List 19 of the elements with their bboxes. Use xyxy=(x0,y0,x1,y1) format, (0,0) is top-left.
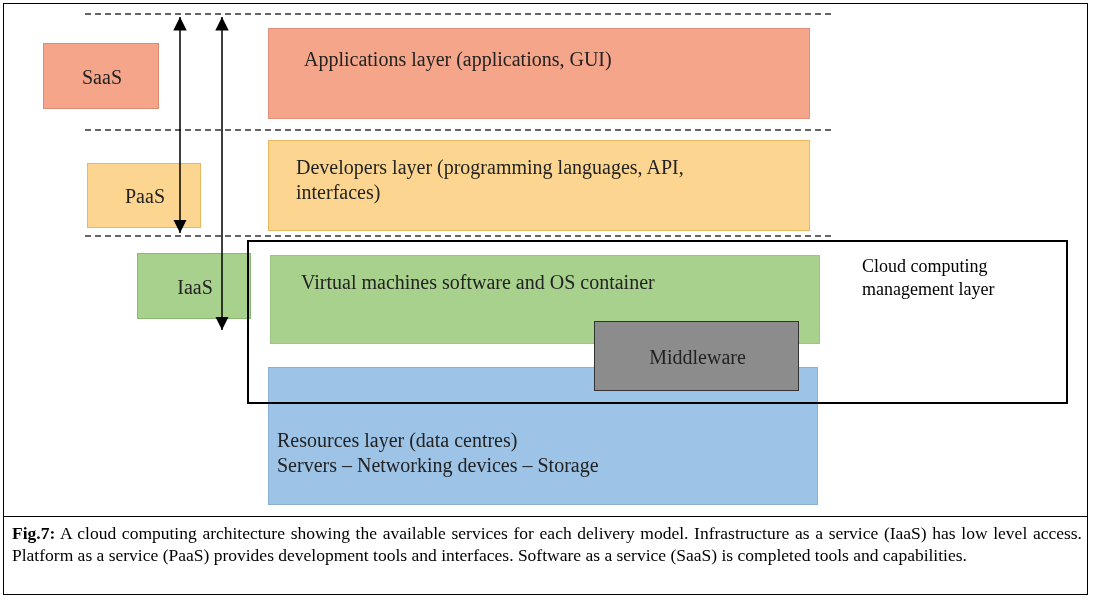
layer-box xyxy=(270,255,820,344)
box-label: Resources layer (data centres) xyxy=(277,429,518,451)
layer-label: Cloud computing management layer xyxy=(862,256,995,299)
box-label: Middleware xyxy=(649,344,746,370)
middleware-box xyxy=(594,321,799,391)
layer-box xyxy=(268,28,810,119)
box-label: SaaS xyxy=(82,64,122,90)
layer-box xyxy=(268,367,818,505)
box-label: Applications layer (applications, GUI) xyxy=(304,48,612,70)
service-model-box xyxy=(137,253,251,319)
layer-box xyxy=(268,140,810,231)
figure-caption: Fig.7: A cloud computing architecture showing the available services for each delivery model. Infrastructure as a service (IaaS) has low level access. Platform as a service (PaaS) provides development tools and interfaces. Software as a service (SaaS) is completed tools and capabilities. xyxy=(12,522,1082,566)
box-label: PaaS xyxy=(125,184,165,209)
box-label: IaaS xyxy=(177,274,213,300)
service-model-box xyxy=(87,163,201,228)
box-label: Developers layer (programming languages, API, interfaces) xyxy=(296,156,684,203)
box-label: Virtual machines software and OS container xyxy=(301,271,655,293)
service-model-box xyxy=(43,43,159,109)
box-label: Servers – Networking devices – Storage xyxy=(277,454,599,476)
